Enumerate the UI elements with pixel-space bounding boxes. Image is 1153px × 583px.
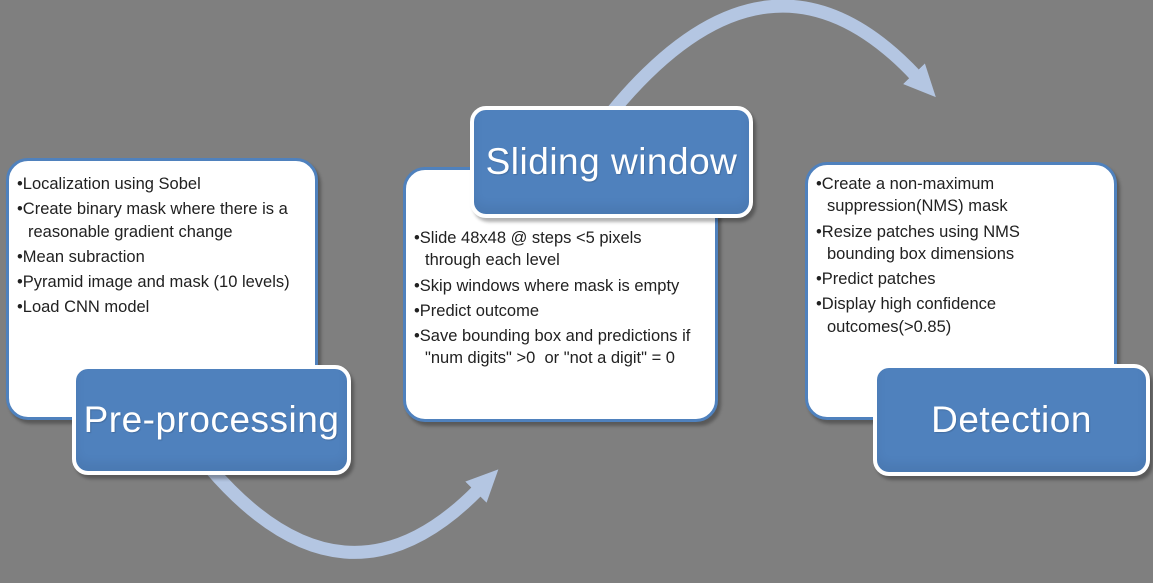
stage-label-preprocessing: Pre-processing: [72, 365, 351, 475]
bullet-item: Predict outcome: [414, 300, 695, 322]
curved-arrow-bottom-icon: [205, 463, 499, 559]
stage-label-sliding-window-text: Sliding window: [485, 141, 738, 182]
detection-bullet-list: Create a non-maximum suppression(NMS) ma…: [808, 165, 1114, 338]
bullet-item: Create a non-maximum suppression(NMS) ma…: [816, 173, 1068, 218]
curved-arrow-top-icon: [606, 0, 936, 117]
bullet-item: Display high confidence outcomes(>0.85): [816, 293, 1068, 338]
stage-label-preprocessing-text: Pre-processing: [83, 399, 340, 440]
bullet-item: Load CNN model: [17, 296, 307, 318]
bullet-item: Pyramid image and mask (10 levels): [17, 271, 307, 293]
preprocessing-card: Localization using SobelCreate binary ma…: [6, 158, 318, 420]
bullet-item: Localization using Sobel: [17, 173, 307, 195]
bullet-item: Skip windows where mask is empty: [414, 275, 695, 297]
sliding-window-bullet-list: Slide 48x48 @ steps <5 pixels through ea…: [406, 170, 715, 370]
preprocessing-bullet-list: Localization using SobelCreate binary ma…: [9, 161, 315, 319]
bullet-item: Predict patches: [816, 268, 1068, 290]
stage-label-detection-text: Detection: [931, 399, 1092, 440]
bullet-item: Slide 48x48 @ steps <5 pixels through ea…: [414, 227, 695, 272]
bullet-item: Save bounding box and predictions if "nu…: [414, 325, 695, 370]
bullet-item: Resize patches using NMS bounding box di…: [816, 221, 1068, 266]
stage-label-detection: Detection: [873, 364, 1150, 476]
bullet-item: Create binary mask where there is a reas…: [17, 198, 307, 243]
stage-label-sliding-window: Sliding window: [470, 106, 753, 218]
bullet-item: Mean subraction: [17, 246, 307, 268]
